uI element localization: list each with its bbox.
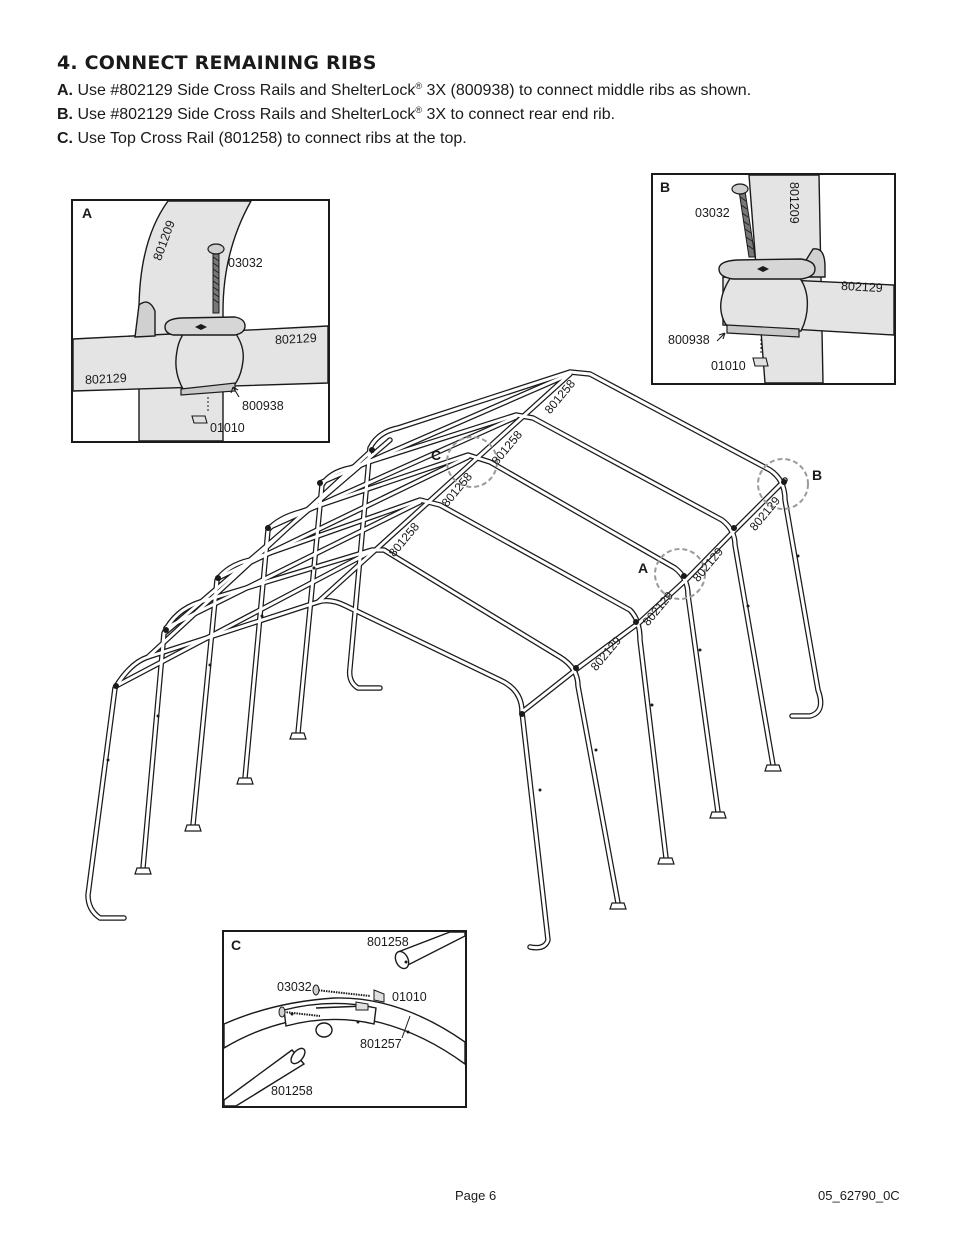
step-c: C. Use Top Cross Rail (801258) to connec… [57, 127, 751, 151]
frame-bolt-dots [106, 447, 800, 792]
inset-b-bolt-label: 03032 [695, 206, 730, 220]
step-b: B. Use #802129 Side Cross Rails and Shel… [57, 103, 751, 127]
step-b-text-end: 3X to connect rear end rib. [422, 106, 616, 123]
inset-b-shelterlock-label: 800938 [668, 333, 710, 347]
step-a-text: Use #802129 Side Cross Rails and Shelter… [73, 82, 416, 99]
inset-c-nut-label: 01010 [392, 990, 427, 1004]
inset-a-bolt-label: 03032 [228, 256, 263, 270]
step-a-letter: A. [57, 82, 73, 99]
step-c-text: Use Top Cross Rail (801258) to connect r… [73, 130, 467, 147]
inset-b-nut-label: 01010 [711, 359, 746, 373]
callout-b-letter: B [812, 467, 823, 483]
inset-b-rail-label: 802129 [840, 278, 884, 296]
inset-c-letter: C [231, 937, 242, 953]
step-a-text-end: 3X (800938) to connect middle ribs as sh… [422, 82, 752, 99]
callout-a-letter: A [638, 560, 649, 576]
frame-tubes-fill [86, 370, 823, 950]
inset-b-letter: B [660, 179, 671, 195]
step-b-letter: B. [57, 106, 73, 123]
callout-c-letter: C [431, 447, 442, 463]
inset-a-letter: A [82, 205, 93, 221]
document-code: 05_62790_0C [818, 1188, 900, 1203]
registered-mark: ® [415, 105, 423, 115]
inset-c-drawing [224, 932, 465, 1106]
inset-c: C 801258 03032 01010 801257 801258 [222, 930, 467, 1108]
instruction-steps: A. Use #802129 Side Cross Rails and Shel… [57, 79, 751, 151]
step-c-letter: C. [57, 130, 73, 147]
inset-a-rail-right-label: 802129 [274, 330, 318, 348]
inset-a-drawing [73, 201, 328, 441]
step-a: A. Use #802129 Side Cross Rails and Shel… [57, 79, 751, 103]
step-b-text: Use #802129 Side Cross Rails and Shelter… [73, 106, 416, 123]
inset-c-rail-top-label: 801258 [367, 935, 409, 949]
inset-c-coupler-label: 801257 [360, 1037, 402, 1051]
callout-circle-c [446, 436, 498, 488]
inset-c-rail-bottom-label: 801258 [271, 1084, 313, 1098]
page-number: Page 6 [455, 1188, 497, 1203]
registered-mark: ® [415, 81, 423, 91]
inset-b-rib-label: 801209 [787, 182, 801, 224]
callout-circle-b [757, 458, 809, 510]
inset-a-shelterlock-label: 800938 [242, 399, 284, 413]
inset-b-drawing [716, 175, 894, 383]
inset-a: A 801209 03032 802129 802129 800938 0101… [71, 199, 330, 443]
inset-c-bolt-label: 03032 [277, 980, 312, 994]
page-heading: 4. CONNECT REMAINING RIBS [57, 52, 377, 74]
inset-b: B 03032 801209 802129 800938 01010 [651, 173, 896, 385]
inset-a-rail-left-label: 802129 [84, 370, 128, 388]
inset-a-nut-label: 01010 [210, 421, 245, 435]
foot-plates [134, 732, 782, 910]
callout-circle-a [654, 548, 706, 600]
callout-circles [446, 436, 809, 600]
